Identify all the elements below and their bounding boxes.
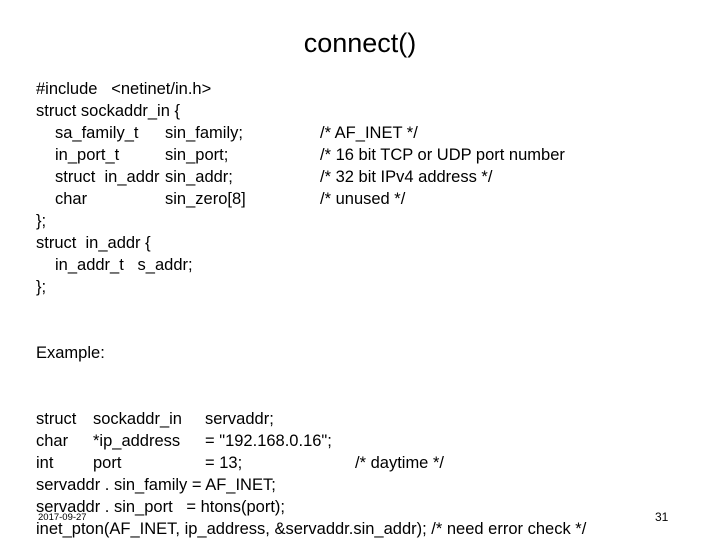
code-line: servaddr . sin_port = htons(port); [0,496,720,518]
code-type: char [55,190,88,208]
code-comment: /* daytime */ [355,454,444,472]
code-text: servaddr . sin_port = htons(port); [36,498,285,516]
code-block: #include <netinet/in.h> struct sockaddr_i… [0,78,720,540]
code-text: Example: [36,344,105,362]
code-type: in_port_t [55,146,120,164]
page-title: connect() [303,28,417,58]
code-text: }; [36,212,47,230]
code-line: in_port_t sin_port; /* 16 bit TCP or UDP p… [0,144,720,166]
code-line: char sin_zero[8] /* unused */ [0,188,720,210]
code-line: in_addr_t s_addr; [0,254,720,276]
code-line: #include <netinet/in.h> [0,78,720,100]
code-line [0,386,720,408]
code-text: servaddr . sin_family = AF_INET; [36,476,276,494]
code-text: struct sockaddr_in { [36,102,180,120]
code-type: struct [36,410,77,428]
code-line [0,298,720,320]
code-line [0,320,720,342]
code-name: sockaddr_in [93,410,182,428]
code-comment: /* AF_INET */ [320,124,418,142]
code-type: char [36,432,69,450]
code-line: char *ip_address = "192.168.0.16"; [0,430,720,452]
code-line: servaddr . sin_family = AF_INET; [0,474,720,496]
code-text: in_addr_t s_addr; [55,256,193,274]
code-value: servaddr; [205,410,274,428]
code-comment: /* 16 bit TCP or UDP port number [320,146,565,164]
code-value: = "192.168.0.16"; [205,432,332,450]
code-member: sin_addr; [165,168,233,186]
code-text: }; [36,278,47,296]
code-text: inet_pton(AF_INET, ip_address, &servaddr… [36,520,587,538]
code-comment: /* unused */ [320,190,406,208]
code-value: = 13; [205,454,243,472]
footer-page-number: 31 [655,510,669,524]
code-line: inet_pton(AF_INET, ip_address, &servaddr… [0,518,720,540]
code-line: }; [0,276,720,298]
code-line: struct sockaddr_in servaddr; [0,408,720,430]
code-line: Example: [0,342,720,364]
code-comment: /* 32 bit IPv4 address */ [320,168,493,186]
code-type: struct in_addr [55,168,160,186]
code-line: int port = 13; /* daytime */ [0,452,720,474]
code-line: struct in_addr { [0,232,720,254]
code-type: sa_family_t [55,124,139,142]
code-member: sin_zero[8] [165,190,246,208]
code-member: sin_port; [165,146,229,164]
code-text: #include <netinet/in.h> [36,80,212,98]
footer-date: 2017-09-27 [38,512,87,523]
code-line [0,364,720,386]
code-text: struct in_addr { [36,234,151,252]
code-line: sa_family_t sin_family; /* AF_INET */ [0,122,720,144]
code-line: struct sockaddr_in { [0,100,720,122]
code-line: struct in_addr sin_addr; /* 32 bit IPv4 ad… [0,166,720,188]
code-type: int [36,454,54,472]
code-name: *ip_address [93,432,181,450]
code-name: port [93,454,122,472]
code-member: sin_family; [165,124,243,142]
code-line: }; [0,210,720,232]
